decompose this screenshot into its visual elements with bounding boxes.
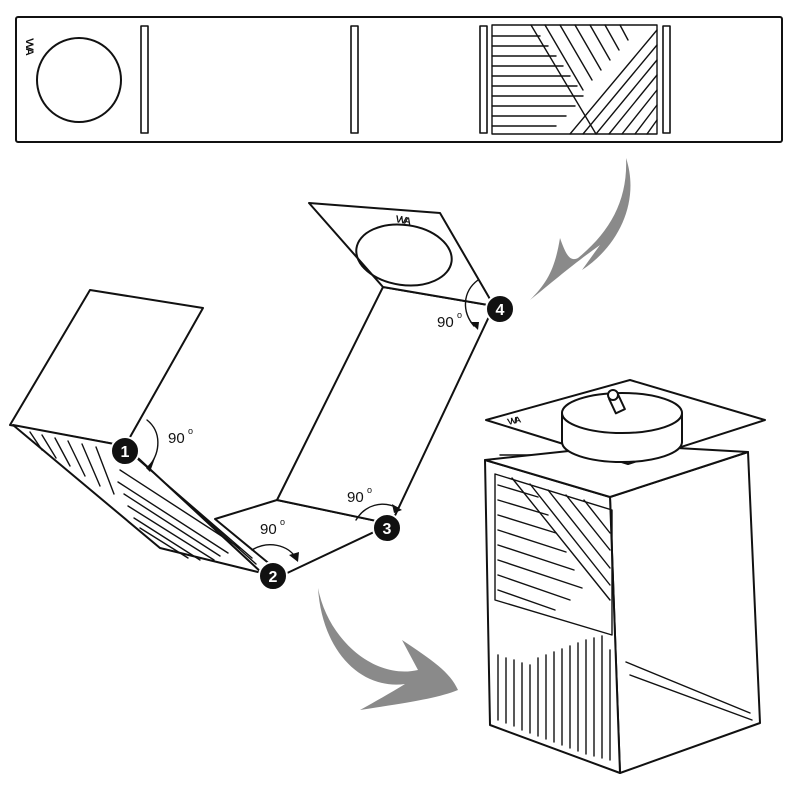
degree-mark-2: o bbox=[280, 517, 285, 527]
degree-mark-3: o bbox=[367, 485, 372, 495]
left-panel bbox=[9, 289, 204, 447]
fold-slot-4 bbox=[662, 25, 671, 134]
lid-cylinder-top bbox=[561, 392, 683, 434]
step-number-3: 3 bbox=[383, 521, 392, 538]
angle-label-2: 90 bbox=[260, 521, 277, 538]
flat-panel-outline bbox=[15, 16, 783, 143]
step-number-1: 1 bbox=[121, 444, 130, 461]
flat-panel: VVA bbox=[15, 16, 783, 143]
fold-slot-1 bbox=[140, 25, 149, 134]
box-right-panel bbox=[609, 451, 761, 774]
top-panel-logo-text: VVA bbox=[394, 214, 411, 228]
slatted-panel-slats bbox=[29, 431, 257, 565]
angle-label-4: 90 bbox=[437, 314, 454, 331]
box-front-slats bbox=[494, 473, 613, 761]
angle-label-1: 90 bbox=[168, 430, 185, 447]
slatted-pattern bbox=[491, 24, 658, 135]
box-lid-logo: VVA bbox=[506, 414, 522, 427]
angle-label-3: 90 bbox=[347, 489, 364, 506]
assembled-box: VVA bbox=[484, 379, 766, 774]
step-badge-1: 1 bbox=[110, 436, 140, 466]
logo-text: VVA bbox=[23, 38, 35, 56]
tall-panel bbox=[276, 286, 495, 525]
step-badge-2: 2 bbox=[258, 561, 288, 591]
circle-hole bbox=[36, 37, 122, 123]
fold-slot-3 bbox=[479, 25, 488, 134]
logo-mark: VVA bbox=[23, 38, 35, 56]
degree-mark-1: o bbox=[188, 426, 193, 436]
box-lid-logo-text: VVA bbox=[506, 414, 522, 427]
arrow-folding-to-box bbox=[318, 588, 458, 710]
top-panel-logo: VVA bbox=[394, 214, 411, 228]
fold-arrow-1 bbox=[146, 419, 159, 466]
folding-sequence: VVA 90 o 90 o 90 o 90 o 1 2 3 bbox=[9, 202, 515, 591]
step-number-4: 4 bbox=[496, 302, 505, 319]
step-badge-3: 3 bbox=[372, 513, 402, 543]
step-number-2: 2 bbox=[269, 569, 278, 586]
fold-slot-2 bbox=[350, 25, 359, 134]
step-badge-4: 4 bbox=[485, 294, 515, 324]
arrow-flat-to-folding bbox=[530, 158, 631, 300]
top-panel-hole bbox=[355, 223, 453, 287]
degree-mark-4: o bbox=[457, 310, 462, 320]
lid-knob bbox=[607, 389, 626, 415]
